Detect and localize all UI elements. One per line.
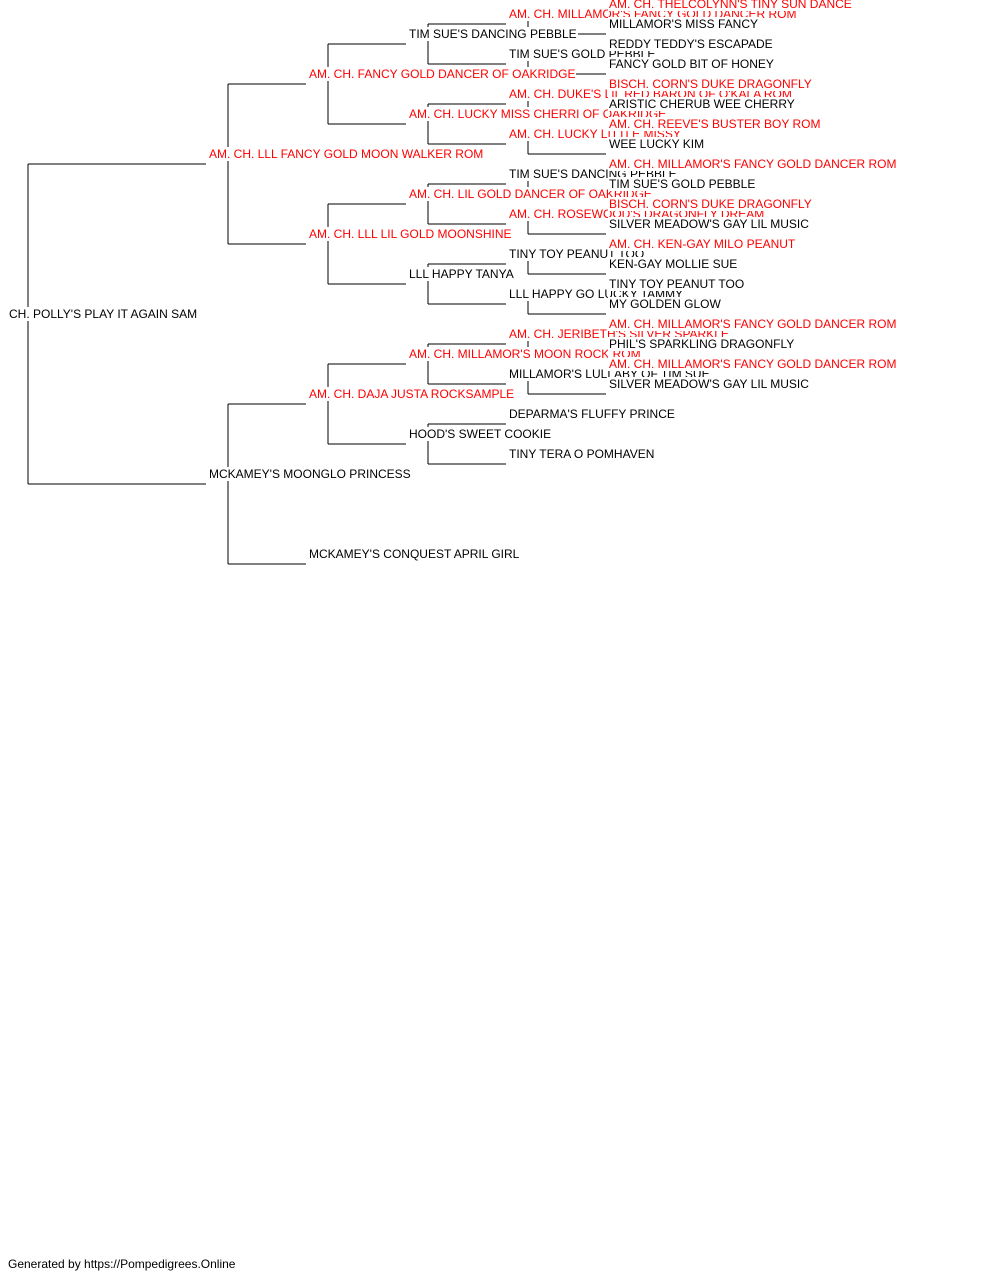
pedigree-node: AM. CH. LLL FANCY GOLD MOON WALKER ROM	[208, 147, 485, 161]
pedigree-node: MCKAMEY'S MOONGLO PRINCESS	[208, 467, 412, 481]
pedigree-node: MY GOLDEN GLOW	[608, 297, 722, 311]
pedigree-node: AM. CH. MILLAMOR'S FANCY GOLD DANCER ROM	[608, 357, 898, 371]
pedigree-node: SILVER MEADOW'S GAY LIL MUSIC	[608, 377, 810, 391]
pedigree-node: MCKAMEY'S CONQUEST APRIL GIRL	[308, 547, 521, 561]
pedigree-node: DEPARMA'S FLUFFY PRINCE	[508, 407, 676, 421]
pedigree-node: AM. CH. REEVE'S BUSTER BOY ROM	[608, 117, 822, 131]
footer-credit: Generated by https://Pompedigrees.Online	[8, 1257, 236, 1271]
pedigree-node: AM. CH. FANCY GOLD DANCER OF OAKRIDGE	[308, 67, 577, 81]
pedigree-node: AM. CH. LLL LIL GOLD MOONSHINE	[308, 227, 513, 241]
pedigree-node: KEN-GAY MOLLIE SUE	[608, 257, 739, 271]
pedigree-node: CH. POLLY'S PLAY IT AGAIN SAM	[8, 307, 199, 321]
pedigree-node: AM. CH. LUCKY MISS CHERRI OF OAKRIDGE	[408, 107, 668, 121]
pedigree-node: MILLAMOR'S MISS FANCY	[608, 17, 759, 31]
pedigree-node: AM. CH. MILLAMOR'S MOON ROCK ROM	[408, 347, 642, 361]
pedigree-node: PHIL'S SPARKLING DRAGONFLY	[608, 337, 796, 351]
pedigree-node: TIM SUE'S DANCING PEBBLE	[408, 27, 578, 41]
pedigree-node: TIM SUE'S GOLD PEBBLE	[608, 177, 757, 191]
pedigree-node: AM. CH. MILLAMOR'S FANCY GOLD DANCER ROM	[608, 317, 898, 331]
pedigree-node: AM. CH. LIL GOLD DANCER OF OAKRIDGE	[408, 187, 653, 201]
pedigree-node: HOOD'S SWEET COOKIE	[408, 427, 553, 441]
pedigree-node: WEE LUCKY KIM	[608, 137, 706, 151]
pedigree-node: FANCY GOLD BIT OF HONEY	[608, 57, 775, 71]
pedigree-node: SILVER MEADOW'S GAY LIL MUSIC	[608, 217, 810, 231]
pedigree-node: AM. CH. MILLAMOR'S FANCY GOLD DANCER ROM	[608, 157, 898, 171]
pedigree-node: BISCH. CORN'S DUKE DRAGONFLY	[608, 77, 813, 91]
pedigree-node: BISCH. CORN'S DUKE DRAGONFLY	[608, 197, 813, 211]
pedigree-node: REDDY TEDDY'S ESCAPADE	[608, 37, 774, 51]
pedigree-node: AM. CH. KEN-GAY MILO PEANUT	[608, 237, 797, 251]
pedigree-node: ARISTIC CHERUB WEE CHERRY	[608, 97, 796, 111]
pedigree-node: LLL HAPPY TANYA	[408, 267, 515, 281]
pedigree-node: AM. CH. THELCOLYNN'S TINY SUN DANCE	[608, 0, 853, 11]
pedigree-node: TINY TOY PEANUT TOO	[608, 277, 746, 291]
pedigree-node: TINY TERA O POMHAVEN	[508, 447, 656, 461]
pedigree-node: AM. CH. DAJA JUSTA ROCKSAMPLE	[308, 387, 516, 401]
